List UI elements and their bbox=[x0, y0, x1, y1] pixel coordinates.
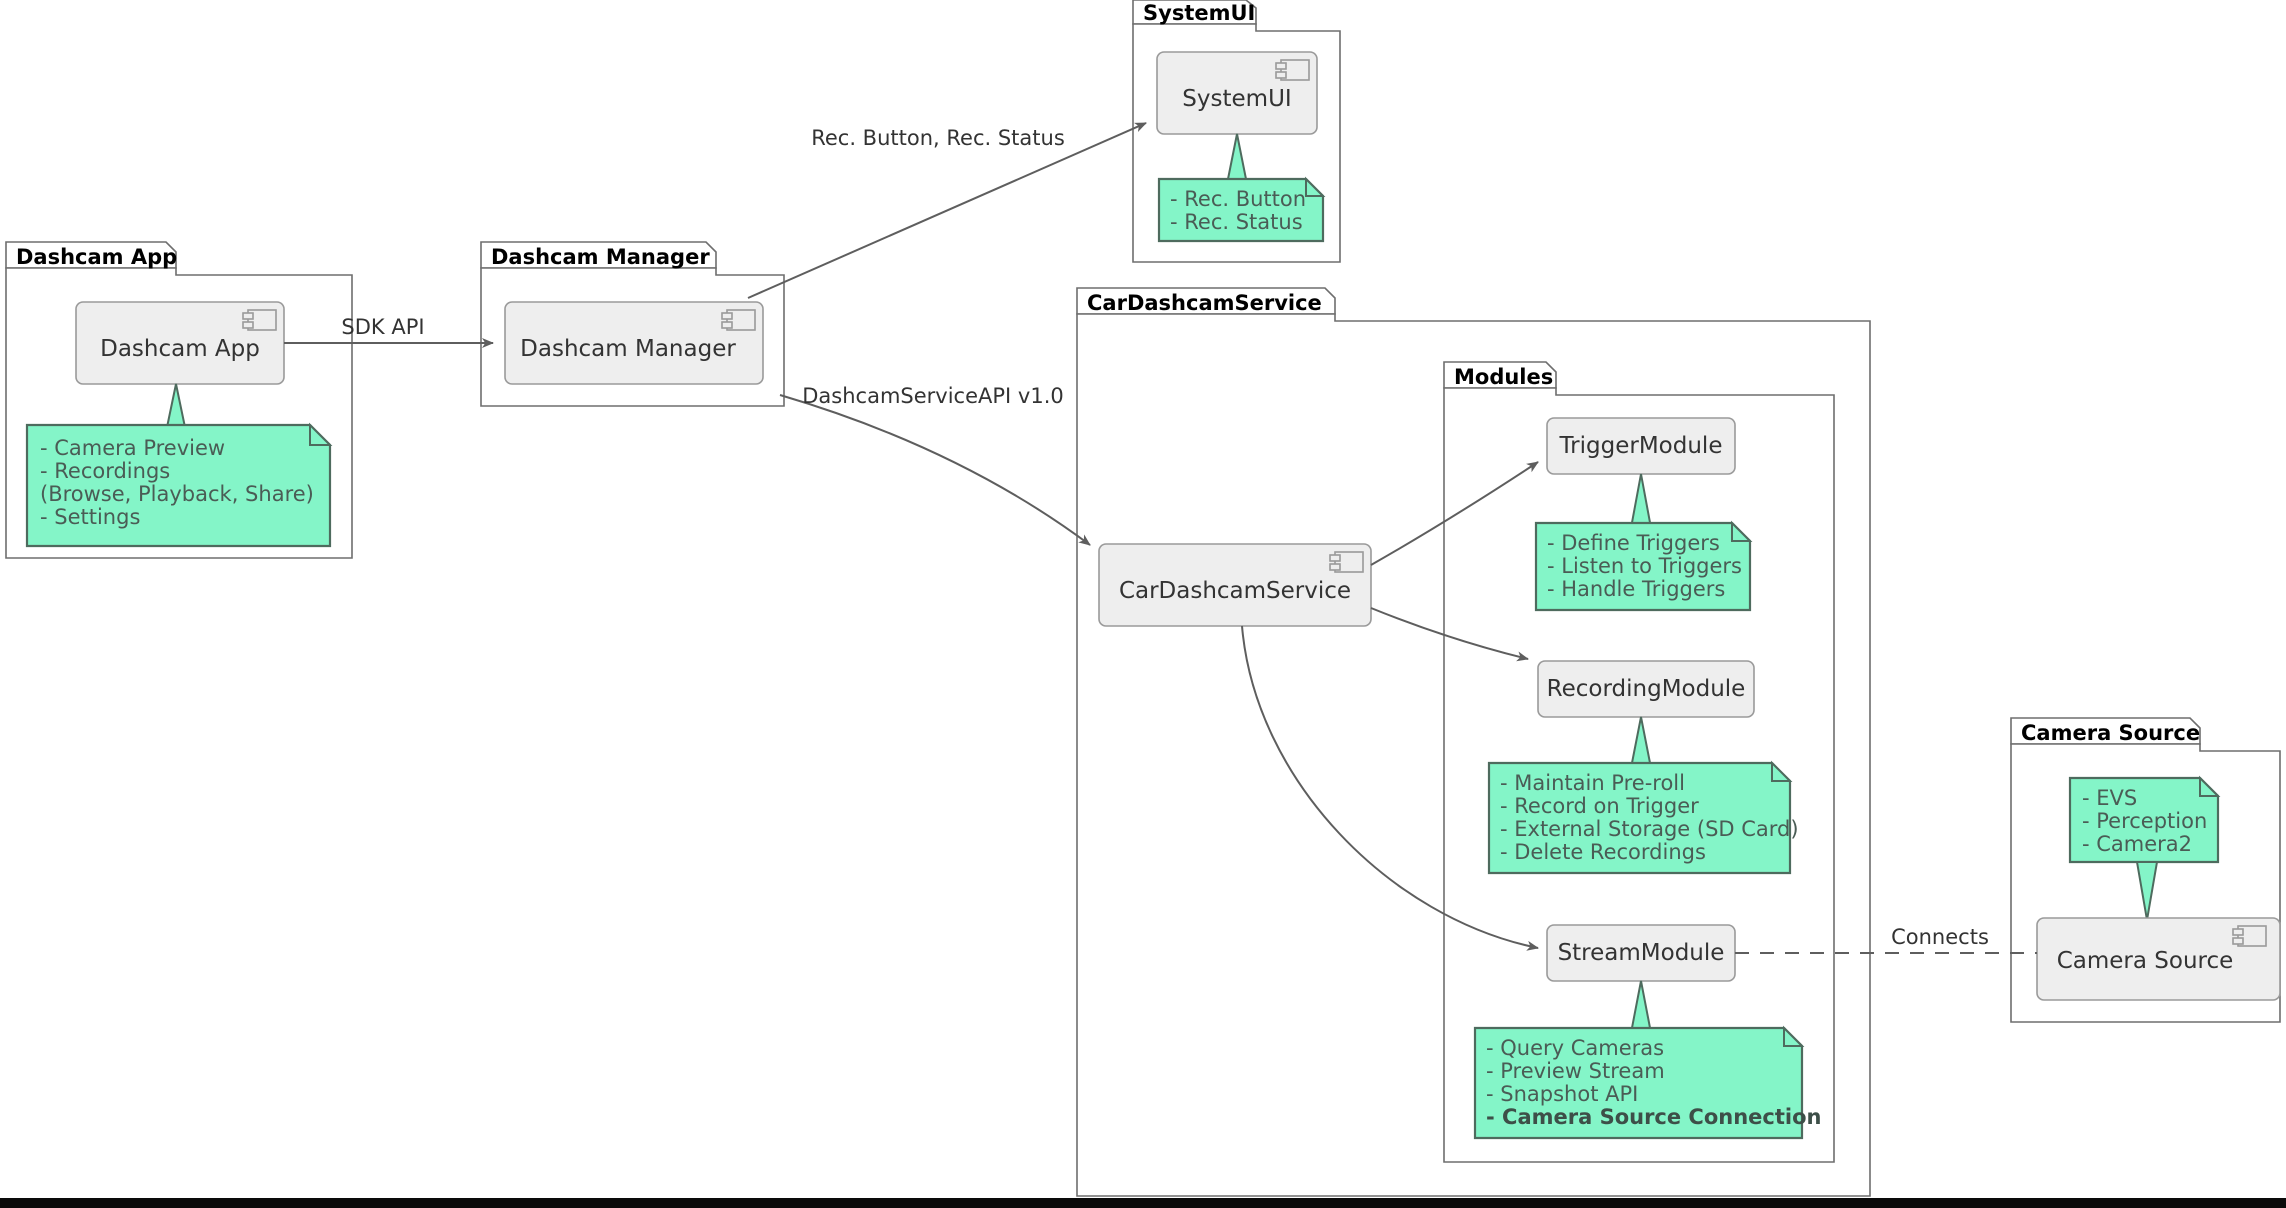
note-fold bbox=[1731, 520, 1753, 542]
package-title-dashcam-app: Dashcam App bbox=[16, 245, 177, 269]
connector-line bbox=[779, 394, 1091, 546]
note-fold bbox=[309, 422, 333, 446]
connector-line bbox=[1370, 461, 1539, 566]
note-recording-module: - Maintain Pre-roll - Record on Trigger … bbox=[1487, 760, 1799, 875]
package-title-dashcam-manager: Dashcam Manager bbox=[491, 245, 710, 269]
note-line: - Settings bbox=[40, 505, 140, 529]
component-dashcam-manager[interactable]: Dashcam Manager bbox=[504, 301, 764, 385]
component-box[interactable] bbox=[504, 301, 764, 385]
package-title-system-ui: SystemUI bbox=[1143, 1, 1255, 25]
note-body bbox=[2068, 776, 2220, 864]
package-modules: Modules TriggerModule - Define Triggers … bbox=[1443, 361, 1835, 1163]
note-fold bbox=[2199, 775, 2221, 797]
component-camera-source[interactable]: Camera Source bbox=[2036, 917, 2281, 1001]
package-system-ui: SystemUI SystemUI - Rec. Button - Rec. S… bbox=[1132, 0, 1341, 263]
connector-rec-button-status: Rec. Button, Rec. Status bbox=[747, 122, 1147, 299]
component-box[interactable] bbox=[2036, 917, 2281, 1001]
package-car-dashcam-service: CarDashcamService CarDashcamService Modu… bbox=[1076, 287, 1871, 1197]
note-line: - Listen to Triggers bbox=[1547, 554, 1742, 578]
component-label: SystemUI bbox=[1182, 86, 1291, 112]
component-icon bbox=[1329, 551, 1364, 573]
component-label: RecordingModule bbox=[1547, 676, 1746, 702]
note-line: - Recordings bbox=[40, 459, 170, 483]
connector-to-recording-module bbox=[1370, 607, 1529, 662]
note-body bbox=[1473, 1026, 1804, 1140]
connector-dashcam-service-api: DashcamServiceAPI v1.0 bbox=[779, 384, 1091, 546]
note-line: - Define Triggers bbox=[1547, 531, 1720, 555]
component-dashcam-app[interactable]: Dashcam App bbox=[75, 301, 285, 385]
connector-to-trigger-module bbox=[1370, 461, 1539, 566]
component-system-ui[interactable]: SystemUI bbox=[1156, 51, 1318, 135]
connector-label: DashcamServiceAPI v1.0 bbox=[802, 384, 1064, 408]
component-recording-module[interactable]: RecordingModule bbox=[1537, 660, 1755, 718]
note-body bbox=[25, 423, 332, 548]
package-dashcam-manager: Dashcam Manager Dashcam Manager bbox=[480, 241, 785, 407]
note-line: - Camera2 bbox=[2082, 832, 2192, 856]
connector-label: Connects bbox=[1891, 925, 1989, 949]
note-system-ui: - Rec. Button - Rec. Status bbox=[1157, 176, 1326, 243]
component-icon bbox=[721, 309, 756, 331]
component-label: CarDashcamService bbox=[1119, 578, 1351, 604]
note-trigger-module: - Define Triggers - Listen to Triggers -… bbox=[1534, 520, 1753, 612]
connector-line bbox=[1241, 625, 1539, 951]
note-stream-module: - Query Cameras - Preview Stream - Snaps… bbox=[1473, 1025, 1821, 1140]
note-body bbox=[1157, 177, 1325, 243]
component-label: Dashcam Manager bbox=[520, 336, 736, 362]
component-trigger-module[interactable]: TriggerModule bbox=[1546, 417, 1736, 475]
note-line: - Maintain Pre-roll bbox=[1500, 771, 1685, 795]
note-line: - Preview Stream bbox=[1486, 1059, 1665, 1083]
component-label: TriggerModule bbox=[1559, 433, 1723, 459]
component-icon bbox=[1275, 59, 1310, 81]
component-box[interactable] bbox=[1537, 660, 1755, 718]
note-line: - External Storage (SD Card) bbox=[1500, 817, 1799, 841]
note-line: (Browse, Playback, Share) bbox=[40, 482, 314, 506]
package-camera-source: Camera Source - EVS - Perception - Camer… bbox=[2010, 717, 2281, 1023]
package-title-camera-source: Camera Source bbox=[2021, 721, 2200, 745]
note-fold bbox=[1783, 1025, 1805, 1047]
note-line: - Handle Triggers bbox=[1547, 577, 1725, 601]
connector-sdk-api: SDK API bbox=[284, 315, 494, 348]
package-title-car-dashcam-service: CarDashcamService bbox=[1087, 291, 1322, 315]
note-line: - Camera Source Connection bbox=[1486, 1105, 1821, 1129]
connector-connects: Connects bbox=[1735, 925, 2037, 954]
bottom-bar bbox=[0, 1198, 2286, 1208]
note-body bbox=[1534, 521, 1752, 612]
note-line: - EVS bbox=[2082, 786, 2137, 810]
note-dashcam-app: - Camera Preview - Recordings (Browse, P… bbox=[25, 422, 333, 548]
note-camera-source: - EVS - Perception - Camera2 bbox=[2068, 775, 2221, 864]
component-label: Camera Source bbox=[2057, 948, 2234, 974]
note-line: - Camera Preview bbox=[40, 436, 225, 460]
component-box[interactable] bbox=[1098, 543, 1372, 627]
note-line: - Query Cameras bbox=[1486, 1036, 1664, 1060]
note-line: - Rec. Status bbox=[1170, 210, 1303, 234]
connector-line bbox=[747, 122, 1147, 299]
component-car-dashcam-service[interactable]: CarDashcamService bbox=[1098, 543, 1372, 627]
connector-line bbox=[1370, 607, 1529, 662]
note-line: - Rec. Button bbox=[1170, 187, 1306, 211]
note-line: - Record on Trigger bbox=[1500, 794, 1699, 818]
component-label: Dashcam App bbox=[100, 336, 260, 362]
connector-label: SDK API bbox=[341, 315, 424, 339]
note-tail-camera-source bbox=[2135, 861, 2159, 921]
package-dashcam-app: Dashcam App Dashcam App - Camera Preview… bbox=[5, 241, 353, 559]
component-stream-module[interactable]: StreamModule bbox=[1546, 924, 1736, 982]
note-fold bbox=[1305, 176, 1326, 197]
package-title-modules: Modules bbox=[1454, 365, 1553, 389]
note-line: - Snapshot API bbox=[1486, 1082, 1638, 1106]
note-line: - Perception bbox=[2082, 809, 2207, 833]
component-icon bbox=[242, 309, 277, 331]
component-label: StreamModule bbox=[1558, 940, 1725, 966]
component-icon bbox=[2232, 925, 2267, 947]
note-body bbox=[1487, 761, 1792, 875]
connector-label: Rec. Button, Rec. Status bbox=[811, 126, 1065, 150]
note-fold bbox=[1771, 760, 1793, 782]
note-line: - Delete Recordings bbox=[1500, 840, 1706, 864]
connector-to-stream-module bbox=[1241, 625, 1539, 951]
